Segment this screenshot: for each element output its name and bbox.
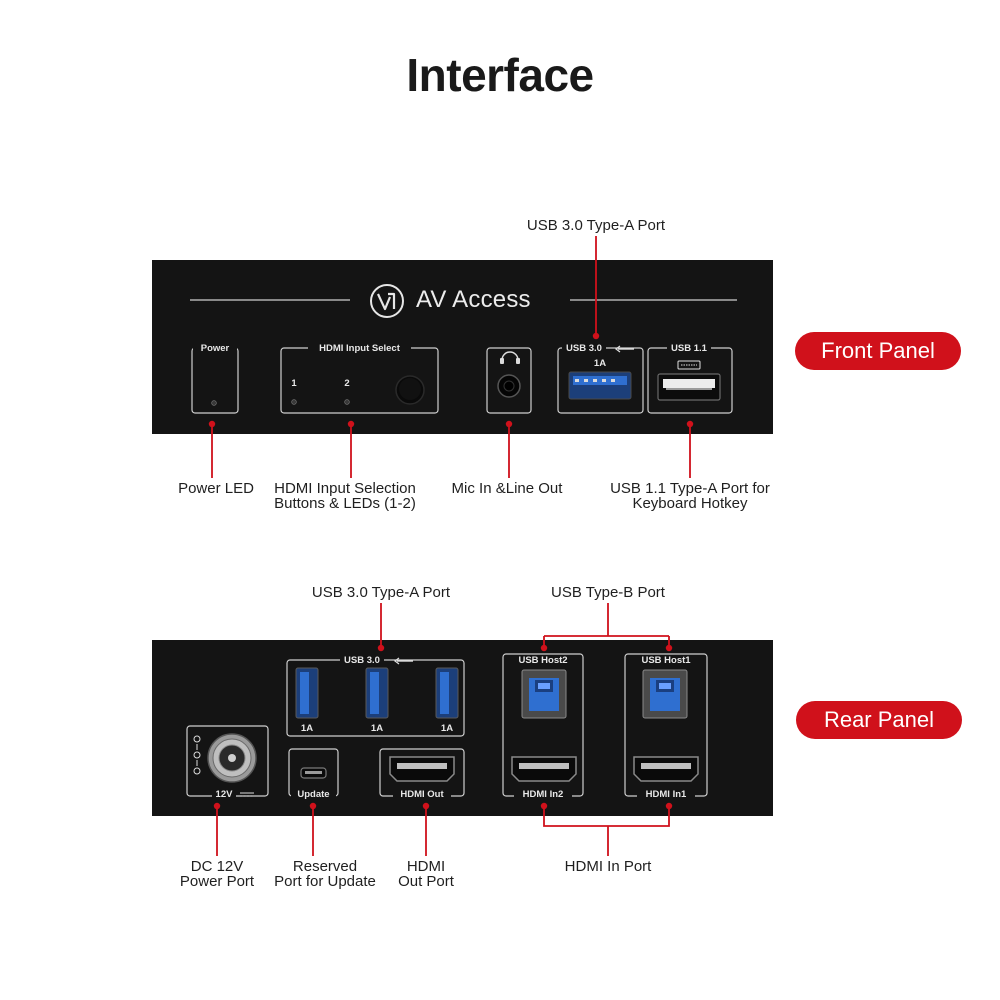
rear-usb-port-1	[295, 667, 319, 719]
usbb-callout-bracket	[543, 603, 670, 648]
usbb-callout: USB Type-B Port	[551, 584, 665, 601]
hdmi-in-callout: HDMI In Port	[564, 858, 652, 875]
usb11-port	[657, 373, 721, 401]
hdmi-select-label: HDMI Input Select	[308, 343, 411, 354]
power-led-callout-dot	[208, 420, 216, 428]
power-label: Power	[193, 343, 237, 354]
hdmi-in-callout-dot-1	[665, 802, 673, 810]
rear-usb30-label: USB 3.0	[340, 655, 384, 666]
update-callout-line1: Reserved	[292, 858, 358, 875]
dc-power-jack	[207, 733, 257, 783]
hdmi-led-1	[291, 399, 297, 405]
headset-icon	[500, 351, 520, 364]
rear-usb30-callout-dot	[377, 644, 385, 652]
hdmi-in-callout-bracket	[543, 806, 670, 856]
usb11-callout-dot	[686, 420, 694, 428]
usb30-label: USB 3.0	[562, 343, 606, 354]
dc-callout-line2: Power Port	[179, 873, 255, 890]
rear-usb-2-current: 1A	[370, 723, 384, 734]
brand-logo-icon	[370, 284, 404, 318]
rear-panel-pill: Rear Panel	[796, 701, 962, 739]
hdmi-select-callout-dot	[347, 420, 355, 428]
usbb-callout-dot-1	[665, 644, 673, 652]
hdmi-out-callout-line2: Out Port	[398, 873, 454, 890]
rear-usb-ss-icon	[394, 657, 413, 665]
usb11-callout-line1: USB 1.1 Type-A Port for	[610, 480, 770, 497]
rear-usb-1-current: 1A	[300, 723, 314, 734]
usb-host2-label: USB Host2	[514, 655, 572, 666]
hdmi-led-2	[344, 399, 350, 405]
power-led-callout: Power LED	[178, 480, 254, 497]
hdmi-button-1-label: 1	[291, 378, 297, 389]
hdmi-out-label: HDMI Out	[393, 789, 451, 800]
rear-usb30-callout: USB 3.0 Type-A Port	[311, 584, 451, 601]
update-callout-line2: Port for Update	[274, 873, 376, 890]
hdmi-in2-label: HDMI In2	[514, 789, 572, 800]
power-led	[211, 400, 217, 406]
rear-usb-port-2	[365, 667, 389, 719]
hdmi-in2-port	[511, 756, 577, 782]
rear-usb-port-3	[435, 667, 459, 719]
usb-host1-label: USB Host1	[637, 655, 695, 666]
hdmi-button-2-label: 2	[344, 378, 350, 389]
page-title: Interface	[406, 49, 594, 101]
brand-name: AV Access	[416, 286, 531, 313]
hdmi-out-callout-dot	[422, 802, 430, 810]
dc-callout-line1: DC 12V	[190, 858, 244, 875]
dc-callout-dot	[213, 802, 221, 810]
mic-callout-dot	[505, 420, 513, 428]
usbb-callout-dot-2	[540, 644, 548, 652]
hdmi-out-callout-line1: HDMI	[406, 858, 446, 875]
hdmi-in1-port	[633, 756, 699, 782]
usb30-front-callout-dot	[592, 332, 600, 340]
usb11-callout-line2: Keyboard Hotkey	[632, 495, 748, 512]
dc-label: 12V	[212, 789, 236, 800]
rear-usb-3-current: 1A	[440, 723, 454, 734]
dc-polarity-icon	[193, 735, 201, 775]
usb30-port	[568, 371, 632, 400]
hdmi-in-callout-dot-2	[540, 802, 548, 810]
keyboard-icon	[677, 360, 701, 370]
hdmi-out-port	[389, 756, 455, 782]
hdmi-in1-label: HDMI In1	[637, 789, 695, 800]
mic-box-outline	[486, 347, 532, 414]
update-label: Update	[291, 789, 336, 800]
front-usb30-callout: USB 3.0 Type-A Port	[526, 217, 666, 234]
usb-ss-icon	[615, 345, 634, 353]
usb11-label: USB 1.1	[667, 343, 711, 354]
dc-symbol-icon	[240, 792, 254, 797]
usb-b-port-2	[521, 669, 567, 719]
hdmi-selection-callout-line1: HDMI Input Selection	[274, 480, 416, 497]
rear-panel	[152, 640, 773, 816]
usb-b-port-1	[642, 669, 688, 719]
mic-callout: Mic In &Line Out	[451, 480, 563, 497]
usb30-current-label: 1A	[593, 358, 607, 369]
front-panel-pill: Front Panel	[795, 332, 961, 370]
micro-usb-port	[300, 767, 327, 779]
hdmi-selection-callout-line2: Buttons & LEDs (1-2)	[274, 495, 416, 512]
update-callout-dot	[309, 802, 317, 810]
hdmi-select-button-top	[399, 378, 421, 400]
